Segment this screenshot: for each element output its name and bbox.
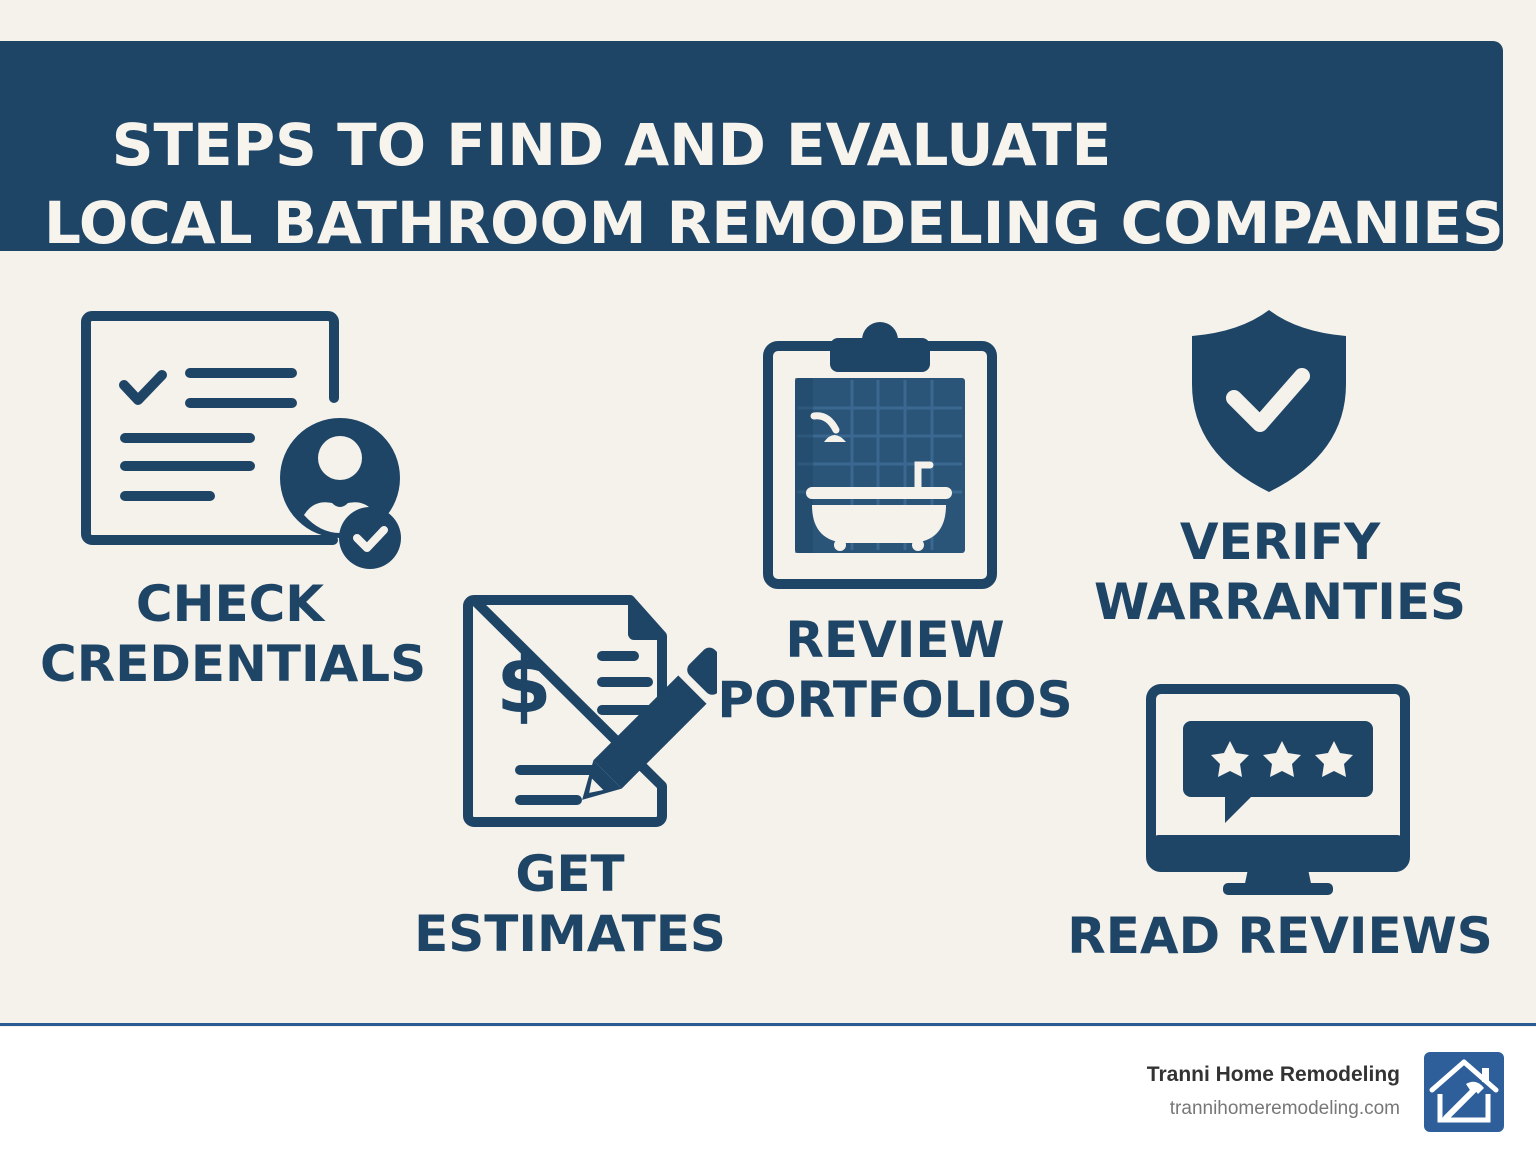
title-banner: STEPS TO FIND AND EVALUATE LOCAL BATHROO… — [0, 41, 1504, 257]
clipboard-bathtub-icon — [763, 322, 997, 589]
estimate-document-pencil-icon: $ — [463, 595, 717, 827]
title-line-2: LOCAL BATHROOM REMODELING COMPANIES — [44, 189, 1504, 257]
brand-logo — [1424, 1052, 1504, 1132]
brand-name: Tranni Home Remodeling — [1146, 1063, 1400, 1086]
brand-url[interactable]: trannihomeremodeling.com — [1169, 1098, 1400, 1119]
shield-check-icon — [1192, 310, 1346, 492]
step-label-review-portfolios: REVIEW PORTFOLIOS — [717, 611, 1073, 729]
monitor-star-rating-icon — [1146, 684, 1410, 895]
title-line-1: STEPS TO FIND AND EVALUATE — [111, 111, 1112, 179]
step-label-check-credentials: CHECK CREDENTIALS — [40, 575, 427, 693]
step-label-verify-warranties: VERIFY WARRANTIES — [1093, 513, 1467, 631]
credentials-document-icon — [81, 311, 401, 569]
step-label-get-estimates: GET ESTIMATES — [414, 845, 726, 963]
footer-divider — [0, 1023, 1536, 1026]
step-label-read-reviews: READ REVIEWS — [1067, 907, 1493, 965]
footer — [0, 1027, 1536, 1154]
svg-text:$: $ — [496, 638, 552, 731]
house-hammer-icon — [1429, 1059, 1499, 1123]
